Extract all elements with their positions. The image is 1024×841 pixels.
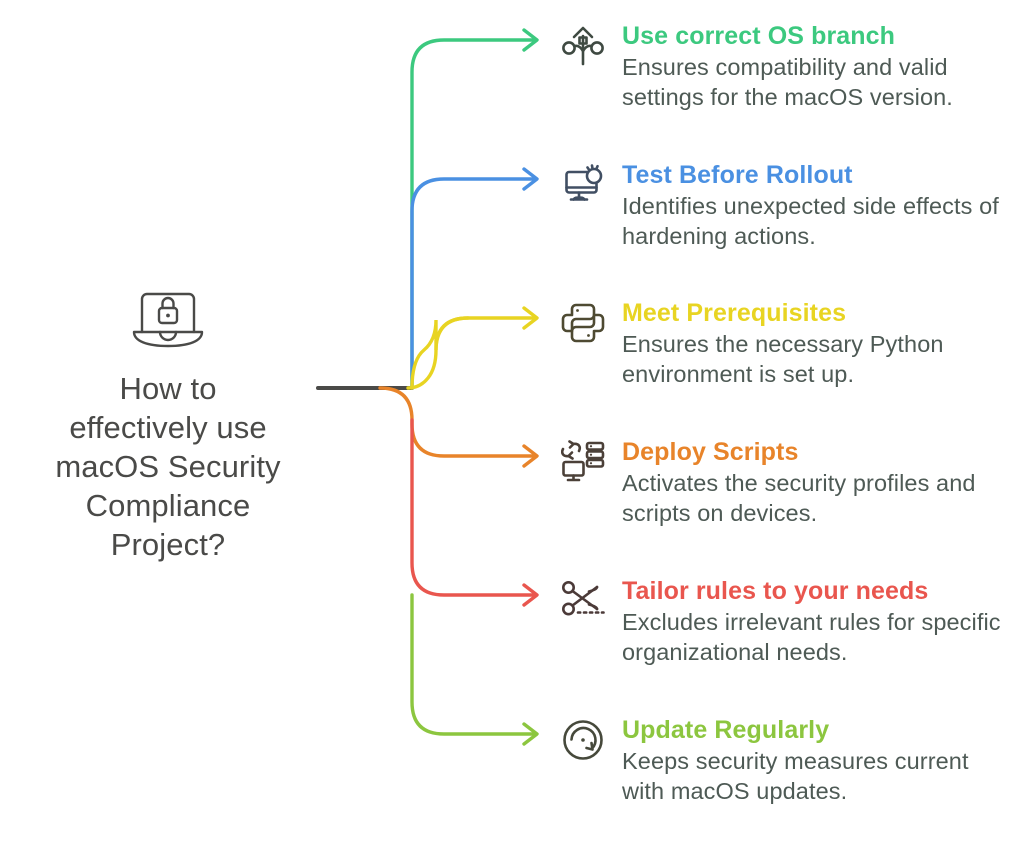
python-icon xyxy=(552,301,614,357)
branch-description: Ensures compatibility and valid settings… xyxy=(622,54,953,110)
branch-heading: Use correct OS branch xyxy=(622,22,896,50)
branch-text: Update Regularly Keeps security measures… xyxy=(614,716,1016,806)
laptop-lock-icon xyxy=(126,285,210,355)
connector-5 xyxy=(410,593,536,736)
connector-1 xyxy=(410,177,536,390)
branch-heading: Deploy Scripts xyxy=(622,438,799,466)
branch-heading: Tailor rules to your needs xyxy=(622,577,929,605)
branch-description: Identifies unexpected side effects of ha… xyxy=(622,193,999,249)
scissors-icon xyxy=(552,579,614,635)
arrowhead-4 xyxy=(522,583,539,607)
connector-2 xyxy=(410,316,536,390)
page-title: How to effectively use macOS Security Co… xyxy=(55,371,281,562)
branch-text: Test Before Rollout Identifies unexpecte… xyxy=(614,161,1016,251)
branch-description: Excludes irrelevant rules for specific o… xyxy=(622,609,1001,665)
branch-description: Activates the security profiles and scri… xyxy=(622,470,976,526)
branch-text: Deploy Scripts Activates the security pr… xyxy=(614,438,1016,528)
branch-heading: Update Regularly xyxy=(622,716,830,744)
branch-text: Use correct OS branch Ensures compatibil… xyxy=(614,22,1016,112)
connector-2-join xyxy=(406,316,470,390)
arrowhead-5 xyxy=(522,722,539,746)
branch-row[interactable]: Use correct OS branch Ensures compatibil… xyxy=(552,22,1016,112)
arrowhead-1 xyxy=(522,167,539,191)
arrowhead-2 xyxy=(522,306,539,330)
connector-3b xyxy=(378,386,536,458)
branch-row[interactable]: Test Before Rollout Identifies unexpecte… xyxy=(552,161,1016,251)
branch-row[interactable]: Meet Prerequisites Ensures the necessary… xyxy=(552,299,1016,389)
branch-text: Tailor rules to your needs Excludes irre… xyxy=(614,577,1016,667)
branch-description: Keeps security measures current with mac… xyxy=(622,748,969,804)
connector-0 xyxy=(410,38,536,390)
branch-description: Ensures the necessary Python environment… xyxy=(622,331,944,387)
branch-row[interactable]: Deploy Scripts Activates the security pr… xyxy=(552,438,1016,528)
git-branch-icon xyxy=(552,24,614,80)
arrowhead-0 xyxy=(522,28,539,52)
monitor-test-icon xyxy=(552,163,614,219)
branch-row[interactable]: Tailor rules to your needs Excludes irre… xyxy=(552,577,1016,667)
branch-heading: Meet Prerequisites xyxy=(622,299,847,327)
arrowhead-3 xyxy=(522,444,539,468)
branch-text: Meet Prerequisites Ensures the necessary… xyxy=(614,299,1016,389)
branch-heading: Test Before Rollout xyxy=(622,161,853,189)
deploy-server-icon xyxy=(552,440,614,496)
root-node: How to effectively use macOS Security Co… xyxy=(18,285,318,564)
branch-row[interactable]: Update Regularly Keeps security measures… xyxy=(552,716,1016,806)
connector-4 xyxy=(410,418,536,597)
refresh-clock-icon xyxy=(552,718,614,774)
